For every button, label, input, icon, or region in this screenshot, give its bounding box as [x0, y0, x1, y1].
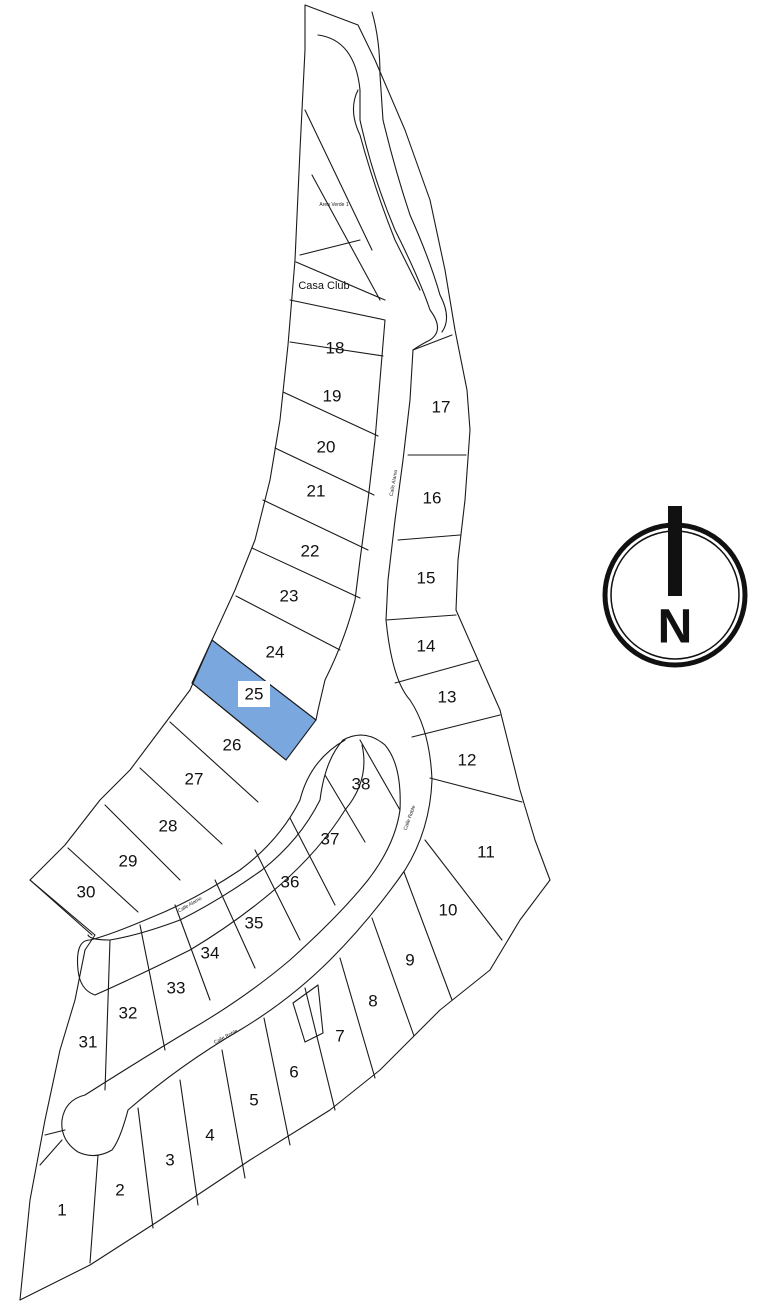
lot-dividers-east: [39, 334, 523, 1264]
north-arrow-icon: N: [602, 506, 748, 668]
lot-14-label: 14: [417, 637, 436, 656]
road-west-edge: [315, 319, 386, 721]
lot-4-label: 4: [205, 1126, 214, 1145]
road-edge: [61, 34, 439, 1157]
lot-21-label: 21: [307, 482, 326, 501]
lot-26-label: 26: [223, 736, 242, 755]
lot-24-label: 24: [266, 643, 285, 662]
lot-34-label: 34: [201, 944, 220, 963]
lot-labels: 1 2 3 4 5 6 7 8 9 10 11 12 13 14 15 16 1…: [57, 202, 495, 1220]
lot-10-label: 10: [439, 901, 458, 920]
lot-19-label: 19: [323, 387, 342, 406]
lot-37-label: 37: [321, 830, 340, 849]
road-edge-inner: [352, 11, 448, 333]
lot-5-label: 5: [249, 1091, 258, 1110]
property-boundary: [19, 4, 551, 1301]
lot-8-label: 8: [368, 992, 377, 1011]
lot-22-label: 22: [301, 542, 320, 561]
lot-30-label: 30: [77, 883, 96, 902]
lot-6-label: 6: [289, 1063, 298, 1082]
lot-15-label: 15: [417, 569, 436, 588]
lot-36-label: 36: [281, 873, 300, 892]
lot-1-label: 1: [57, 1201, 66, 1220]
casa-club-label: Casa Club: [298, 280, 349, 292]
lot-dividers-west: [29, 109, 386, 936]
loop-road-inner: [76, 739, 365, 996]
calle-alamo-south-label: Calle Alamo: [177, 896, 203, 915]
lot-9-label: 9: [405, 951, 414, 970]
lot-23-label: 23: [280, 587, 299, 606]
lot-13-label: 13: [438, 688, 457, 707]
lot-27-label: 27: [185, 770, 204, 789]
lot-35-label: 35: [245, 914, 264, 933]
calle-roble-south-label: Calle Roble: [213, 1028, 239, 1046]
lot-2-label: 2: [115, 1181, 124, 1200]
lot-17-label: 17: [432, 398, 451, 417]
lot-16-label: 16: [423, 489, 442, 508]
compass-letter: N: [658, 601, 693, 654]
lot-28-label: 28: [159, 817, 178, 836]
lot-12-label: 12: [458, 751, 477, 770]
lot-18-label: 18: [326, 339, 345, 358]
lot-3-label: 3: [165, 1151, 174, 1170]
area-verde-label: Area Verde 1: [319, 202, 348, 208]
calle-roble-east-label: Calle Roble: [403, 805, 418, 832]
lot-38-label: 38: [352, 775, 371, 794]
lot-29-label: 29: [119, 852, 138, 871]
lot-20-label: 20: [317, 438, 336, 457]
lot-25-label-box: [238, 681, 270, 707]
lot-dividers-inner: [104, 739, 401, 1091]
lot-32-label: 32: [119, 1004, 138, 1023]
lot-31-label: 31: [79, 1033, 98, 1052]
calle-alamo-label: Calle Alamo: [389, 469, 400, 497]
lot-33-label: 33: [167, 979, 186, 998]
lot-11-label: 11: [477, 843, 495, 862]
lot-25-label: 25: [245, 685, 264, 704]
lot-7-label: 7: [335, 1027, 344, 1046]
